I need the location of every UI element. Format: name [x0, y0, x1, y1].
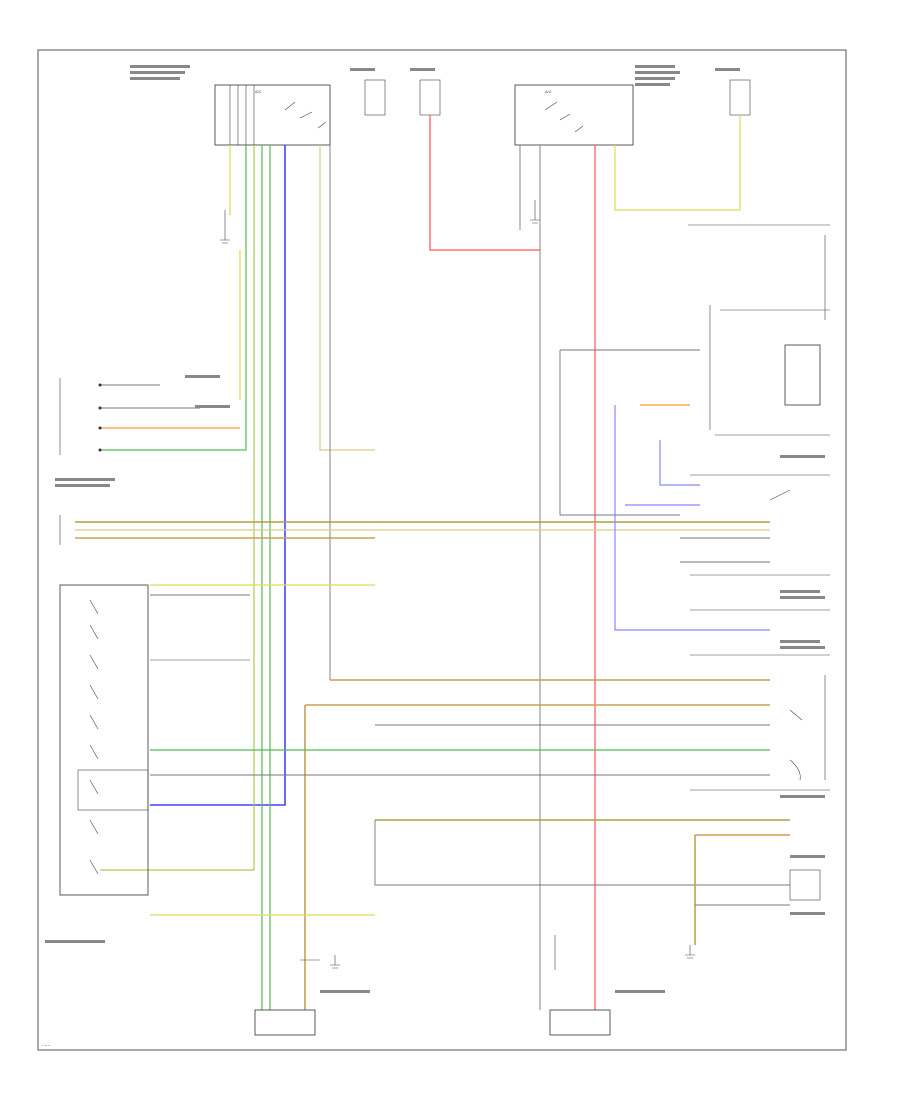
top-left-module: A/C — [214, 84, 331, 146]
footer-code: ...... — [42, 1042, 50, 1048]
wires — [75, 115, 790, 1010]
top-right-module: A/C — [514, 84, 634, 146]
top-left-connector-label: A/C — [255, 89, 262, 94]
left-connector-block — [59, 378, 102, 545]
right-lower-switch — [690, 675, 830, 901]
bottom-connectors — [254, 935, 611, 1036]
component-labels — [45, 65, 825, 993]
ground-symbols — [220, 200, 695, 969]
diagram-frame — [37, 49, 847, 1051]
right-relay-module — [688, 224, 830, 656]
left-switch-assembly — [59, 584, 250, 896]
top-right-connector-label: A/C — [545, 89, 552, 94]
